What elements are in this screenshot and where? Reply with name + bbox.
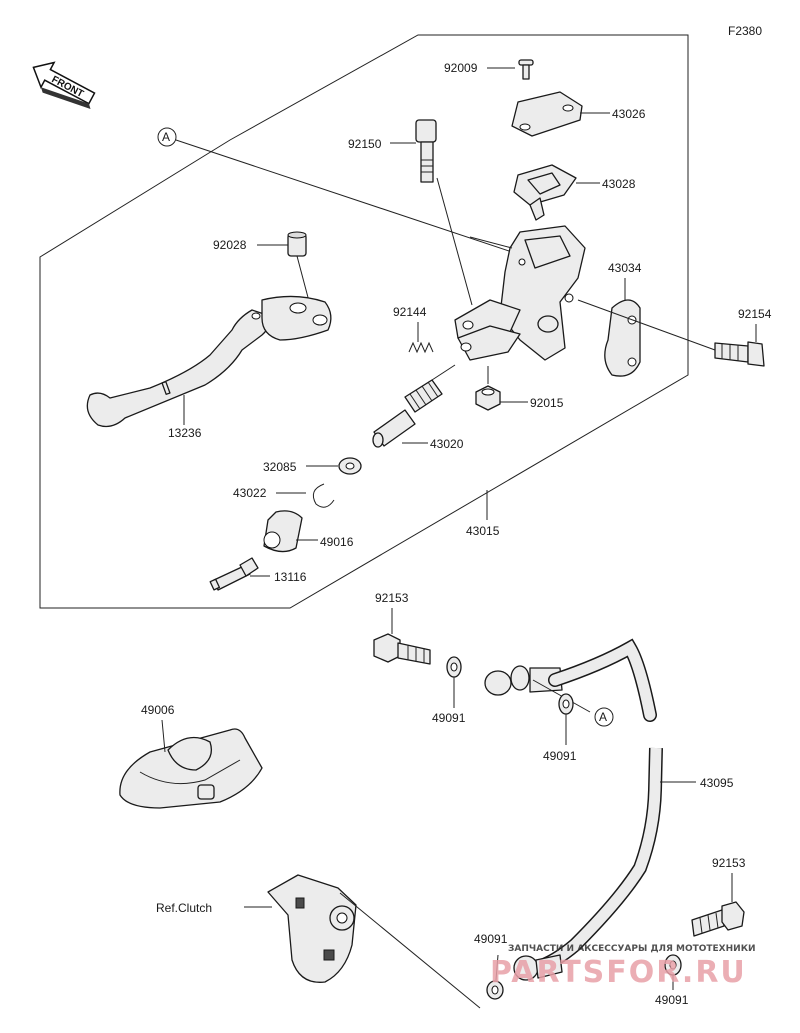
watermark-brand: PARTSFOR.RU [490,955,747,990]
reservoir-cap-43026 [511,91,583,137]
clutch-slave-ref [267,874,357,983]
label-92153-bottom: 92153 [712,856,746,870]
ref-clutch-label: Ref.Clutch [156,901,212,915]
pivot-bolt-92150 [415,119,437,183]
label-49091-d: 49091 [655,993,689,1007]
banjo-bolt-92153-bottom [691,901,745,937]
label-49006: 49006 [141,703,175,717]
screw-92009 [518,59,534,80]
watermark: ЗАПЧАСТИ И АКСЕССУАРЫ ДЛЯ МОТОТЕХНИКИ PA… [490,944,756,990]
svg-text:A: A [599,710,607,724]
washer-49091-c [486,980,504,1000]
figure-code: F2380 [728,24,762,38]
label-49091-c: 49091 [474,932,508,946]
label-92015: 92015 [530,396,564,410]
banjo-bolt-92153-top [373,633,431,665]
spring-92144 [408,341,434,354]
label-49091-b: 49091 [543,749,577,763]
label-92028: 92028 [213,238,247,252]
label-49091-a: 49091 [432,711,466,725]
cover-49006 [119,728,263,809]
boot-49016 [263,510,303,553]
label-92009: 92009 [444,61,478,75]
label-43020: 43020 [430,437,464,451]
label-49016: 49016 [320,535,354,549]
washer-49091-a [446,656,462,678]
watermark-tagline: ЗАПЧАСТИ И АКСЕССУАРЫ ДЛЯ МОТОТЕХНИКИ [508,944,756,954]
master-cylinder-body [454,225,586,361]
washer-49091-b [558,693,574,715]
label-43026: 43026 [612,107,646,121]
circlip-43022 [312,483,335,508]
clutch-lever-13236 [86,295,332,428]
ref-a-callout-bottom: A [594,707,614,727]
front-arrow-icon: FRONT [32,61,96,110]
label-43095: 43095 [700,776,734,790]
piston-43020 [372,364,456,448]
label-43034: 43034 [608,261,642,275]
label-92150: 92150 [348,137,382,151]
svg-text:A: A [162,130,170,144]
banjo-fitting-bottom [513,954,563,981]
label-92144: 92144 [393,305,427,319]
nut-92015 [475,385,501,411]
label-43015: 43015 [466,524,500,538]
label-13236: 13236 [168,426,202,440]
label-32085: 32085 [263,460,297,474]
ref-a-callout-top: A [157,127,516,254]
assembly-boundary [39,34,689,609]
label-92154: 92154 [738,307,772,321]
label-43028: 43028 [602,177,636,191]
collar-92028 [287,231,307,257]
label-92153-top: 92153 [375,591,409,605]
bolt-92154 [714,341,765,367]
pushrod-13116 [209,557,259,591]
label-43022: 43022 [233,486,267,500]
diaphragm-43028 [513,164,577,221]
washer-32085 [338,457,362,475]
label-13116: 13116 [274,570,307,584]
